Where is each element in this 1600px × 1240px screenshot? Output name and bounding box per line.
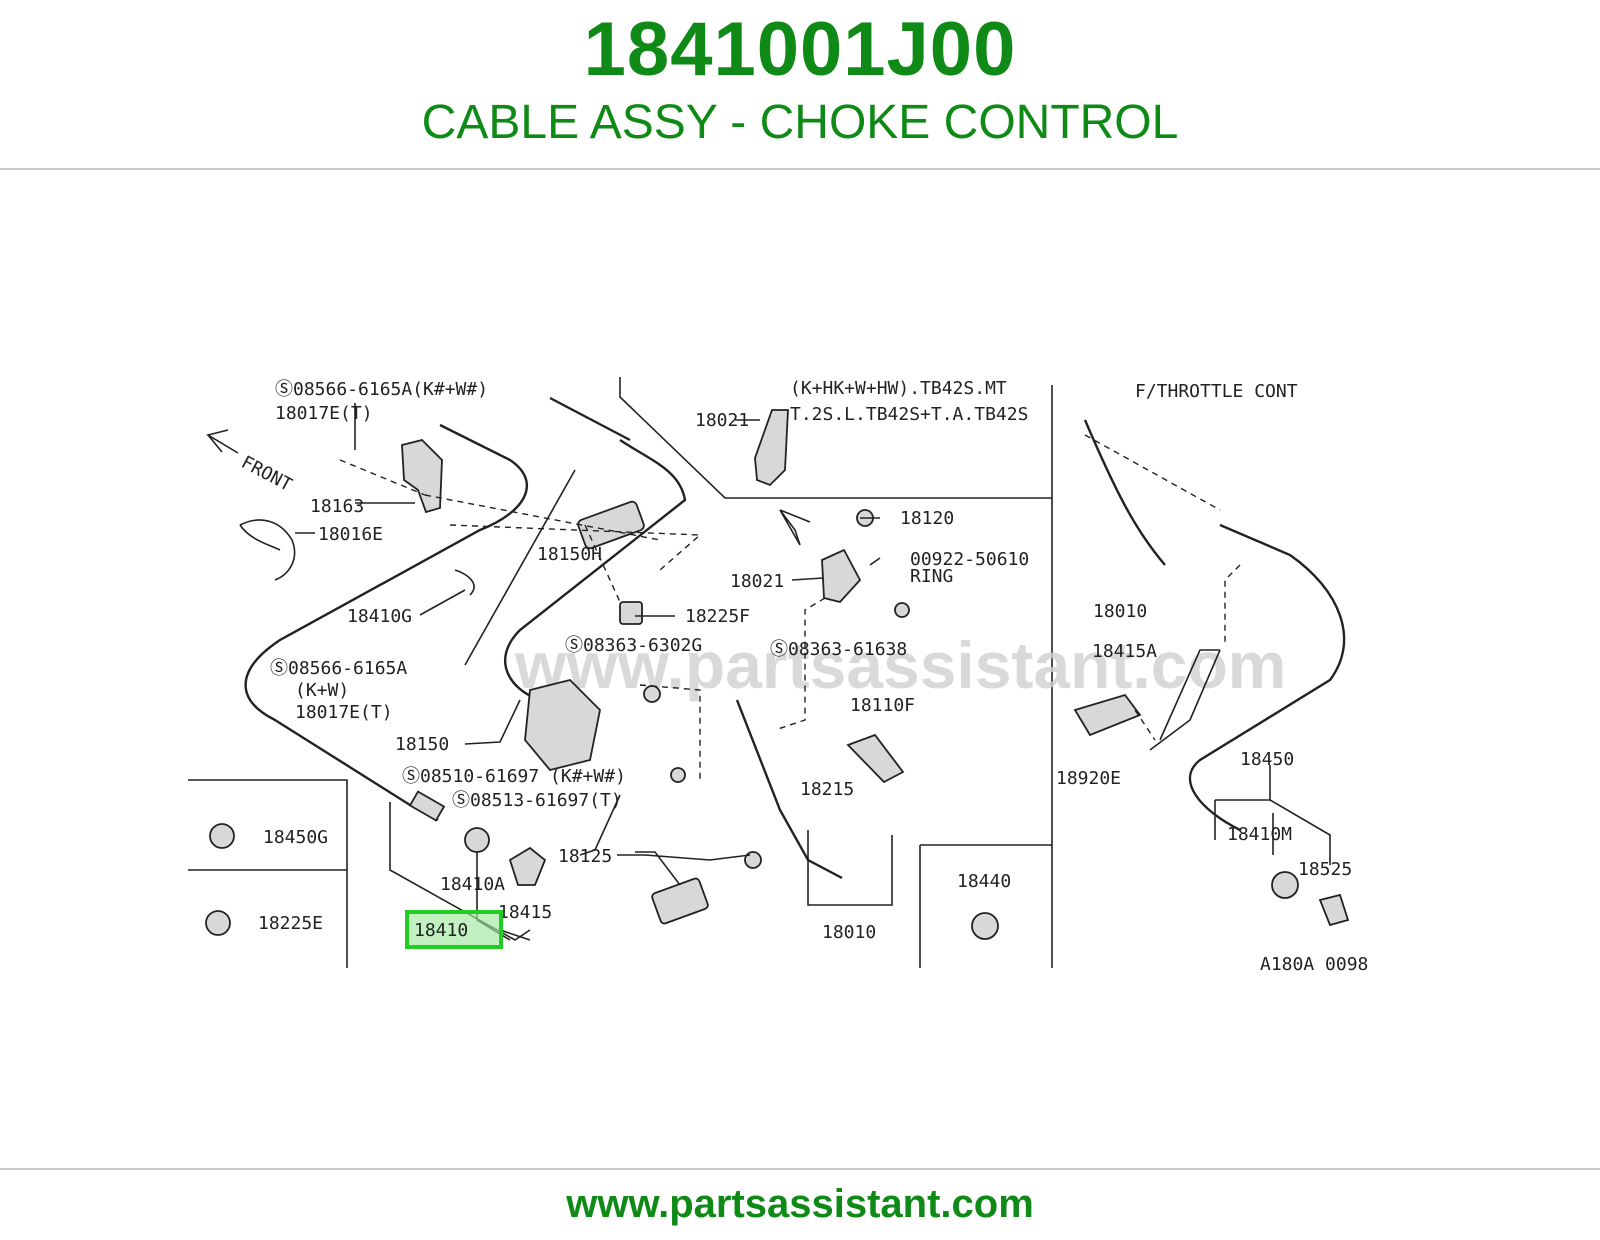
label-18410-highlighted[interactable]: 18410	[414, 920, 468, 941]
label-18125: 18125	[558, 846, 612, 867]
choke-cable-secondary	[503, 439, 687, 702]
footer-divider	[0, 1168, 1600, 1170]
label-18920e: 18920E	[1056, 768, 1121, 789]
label-18225e: 18225E	[258, 913, 323, 934]
label-18163: 18163	[310, 496, 364, 517]
watermark-text: www.partsassistant.com	[514, 628, 1286, 702]
part-18525-knob	[1318, 893, 1350, 927]
bolt-08363-6302g	[643, 685, 661, 703]
label-18010-right: 18010	[1093, 601, 1147, 622]
part-18016e-clip	[239, 519, 296, 581]
label-ring: RING	[910, 566, 953, 587]
part-18150h-bracket	[577, 500, 645, 550]
part-18010-pedal-arm	[735, 699, 843, 880]
label-throttle-title: F/THROTTLE CONT	[1135, 381, 1298, 402]
highlight-box-18410[interactable]	[405, 910, 503, 949]
part-number-heading: 1841001J00	[583, 7, 1017, 92]
label-18021-top: 18021	[695, 410, 749, 431]
label-18410a: 18410A	[440, 874, 505, 895]
part-18440-plug	[971, 912, 999, 940]
label-18110f: 18110F	[850, 695, 915, 716]
label-18415a: 18415A	[1092, 641, 1157, 662]
part-18010-throttle-pedal	[1083, 419, 1166, 566]
panel-divider-left-inset	[188, 779, 348, 968]
leader-18010-bracket	[807, 830, 893, 906]
label-18017e-t: 18017E(T)	[295, 702, 393, 723]
panel-divider-top	[619, 377, 1052, 499]
footer-site-link[interactable]: www.partsassistant.com	[566, 1182, 1034, 1226]
label-s08510-61697: Ⓢ08510-61697 (K#+W#)	[402, 766, 626, 787]
part-18163-bracket	[401, 439, 443, 514]
label-18010-mid: 18010	[822, 922, 876, 943]
label-model-note-1: (K+HK+W+HW).TB42S.MT	[790, 378, 1007, 399]
label-s08363-61638: Ⓢ08363-61638	[770, 639, 907, 660]
label-18440: 18440	[957, 871, 1011, 892]
label-18021: 18021	[730, 571, 784, 592]
diagram-background	[180, 340, 1420, 1010]
direction-arrow-icon	[779, 509, 811, 546]
part-18225e-grommet	[205, 910, 231, 936]
label-18017e-t-top: 18017E(T)	[275, 403, 373, 424]
label-18120: 18120	[900, 508, 954, 529]
label-18215: 18215	[800, 779, 854, 800]
label-18150h: 18150H	[537, 544, 602, 565]
part-18110f-pedal-pad	[846, 733, 905, 784]
label-s08363-6302g: Ⓢ08363-6302G	[565, 635, 702, 656]
part-18415-knob	[508, 846, 547, 886]
parts-diagram: www.partsassistant.com FRONT Ⓢ08566-6165…	[180, 340, 1420, 1010]
title-block: 1841001J00 CABLE ASSY - CHOKE CONTROL	[0, 0, 1600, 168]
part-18450g-grommet	[209, 823, 235, 849]
label-s08513-61697: Ⓢ08513-61697(T)	[452, 790, 622, 811]
label-s08566-6165a: Ⓢ08566-6165A	[270, 658, 407, 679]
label-00922-50610: 00922-50610	[910, 549, 1029, 570]
cable-end-fitting	[408, 790, 446, 822]
label-model-note-2: T.2S.L.TB42S+T.A.TB42S	[790, 404, 1028, 425]
assembly-dashes-left	[339, 459, 826, 780]
part-18125-bezel	[651, 877, 709, 925]
part-18021-bracket-top	[754, 409, 789, 487]
part-18920e-bracket	[1073, 693, 1142, 737]
part-18410a-nut	[464, 827, 490, 853]
part-18225f-grommet	[619, 601, 643, 625]
label-18016e: 18016E	[318, 524, 383, 545]
bolt-08363-61638	[894, 602, 910, 618]
label-18525: 18525	[1298, 859, 1352, 880]
choke-cable	[244, 396, 631, 822]
header-divider	[0, 168, 1600, 170]
figure-code: A180A 0098	[1260, 954, 1368, 975]
bolt-08510-61697	[670, 767, 686, 783]
label-18225f: 18225F	[685, 606, 750, 627]
label-18410g: 18410G	[347, 606, 412, 627]
bolt-08513-61697	[744, 851, 762, 869]
assembly-dashes-right	[1084, 434, 1241, 741]
label-18450: 18450	[1240, 749, 1294, 770]
label-18415: 18415	[498, 902, 552, 923]
part-18410m-nut	[1271, 871, 1299, 899]
part-18150-lever	[524, 679, 601, 772]
part-18410g-clip	[454, 569, 475, 596]
label-kw: (K+W)	[295, 680, 349, 701]
part-18021-bracket	[821, 548, 862, 604]
label-s08566-6165a-kw: Ⓢ08566-6165A(K#+W#)	[275, 379, 488, 400]
front-arrow-icon	[205, 429, 239, 454]
label-18450g: 18450G	[263, 827, 328, 848]
leader-lines	[295, 403, 1331, 941]
throttle-cable	[1188, 523, 1346, 832]
label-18410m: 18410M	[1227, 824, 1292, 845]
part-name-heading: CABLE ASSY - CHOKE CONTROL	[421, 96, 1179, 149]
label-18150: 18150	[395, 734, 449, 755]
